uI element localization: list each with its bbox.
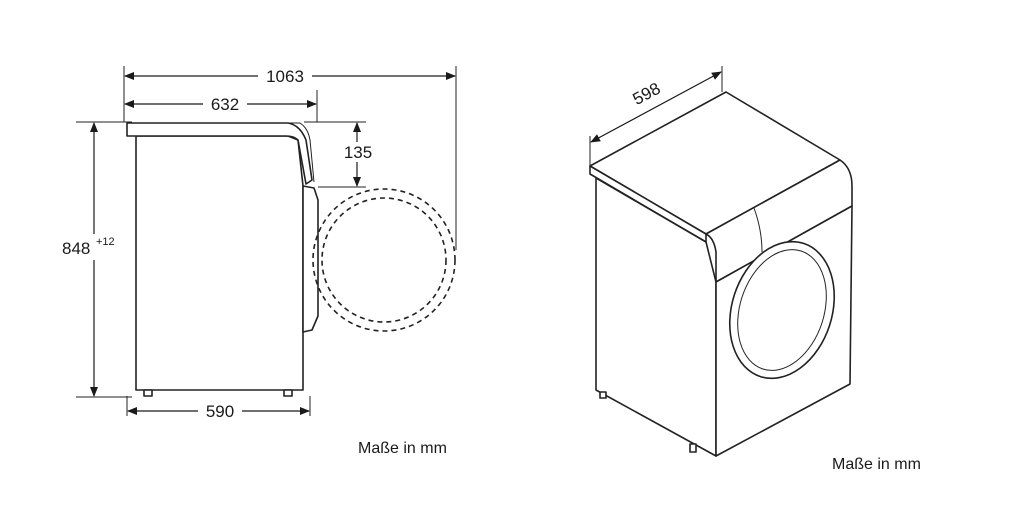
side-view: 1063 632 135 848 +12 590 Maße in mm [60,66,457,457]
caption-side-view: Maße in mm [358,440,447,457]
door-swing-outer [312,188,456,332]
dimension-label-door-offset: 135 [344,143,372,162]
dimension-line-width [590,71,722,143]
dimension-label-height: 848 [62,239,90,258]
dimension-label-base-depth: 590 [206,402,234,421]
label-bg [198,401,242,421]
machine-side-body [135,135,304,391]
door-swing-inner [321,197,447,323]
dimension-label-depth-top: 632 [211,95,239,114]
foot-rear [283,389,293,397]
foot-front [143,389,153,397]
caption-iso-view: Maße in mm [832,456,921,473]
door-glass [737,249,827,371]
dimension-label-height-tolerance: +12 [96,236,115,248]
iso-view: 598 Maße in mm [589,66,921,473]
foot-iso-left [599,391,607,399]
door-closed-profile [302,185,319,333]
label-bg [60,234,130,260]
control-panel-divider [753,207,763,253]
dimension-label-width: 598 [630,79,664,109]
machine-side-top-panel [126,122,313,185]
label-bg [203,94,247,114]
door-outer-ring[interactable] [713,228,851,392]
foot-iso-front [689,443,697,453]
label-bg [339,142,377,162]
dimension-label-total-depth: 1063 [266,67,304,86]
control-panel-edge [288,122,315,183]
label-bg [258,66,312,86]
